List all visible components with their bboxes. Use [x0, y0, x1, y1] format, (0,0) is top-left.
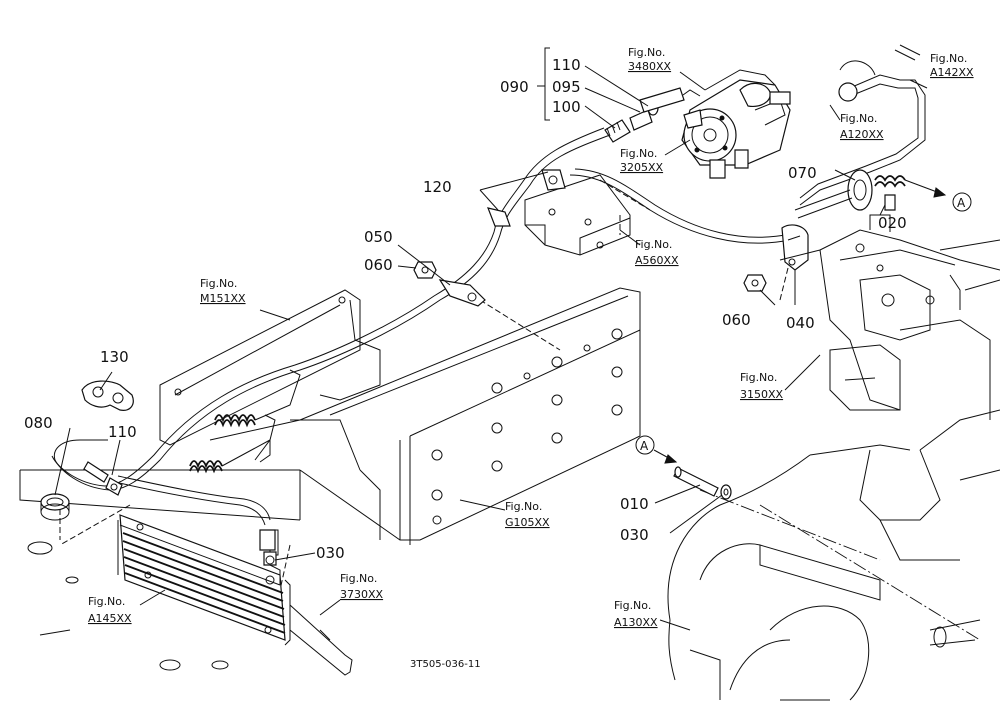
fig-g105-number: G105XX: [505, 516, 550, 529]
fig-a130-title: Fig.No.: [614, 599, 651, 612]
fig-m151-number: M151XX: [200, 292, 246, 305]
main-frame: [19, 287, 641, 671]
arrow-a-lower: [635, 435, 678, 464]
dashed-leaders: [59, 179, 981, 641]
fig-a120-number: A120XX: [840, 128, 884, 141]
fig-3730-number: 3730XX: [340, 588, 384, 601]
fitting-030-lower: [259, 529, 277, 585]
label-120: 120: [423, 178, 452, 196]
fig-a560-number: A560XX: [635, 254, 679, 267]
label-095: 095: [552, 78, 581, 96]
oil-hose: [51, 127, 791, 526]
fig-a142-title: Fig.No.: [930, 52, 967, 65]
fig-a120-title: Fig.No.: [840, 112, 877, 125]
clamp-130: [81, 380, 134, 411]
hydraulic-pump: [681, 69, 791, 179]
fig-3480-title: Fig.No.: [628, 46, 665, 59]
fig-a145-title: Fig.No.: [88, 595, 125, 608]
transmission-housing: [779, 214, 1000, 420]
fig-g105-title: Fig.No.: [505, 500, 542, 513]
label-060-right: 060: [722, 311, 751, 329]
clamp-050: [438, 279, 486, 307]
arrow-a-upper: [904, 179, 972, 212]
label-050: 050: [364, 228, 393, 246]
label-030-lower: 030: [316, 544, 345, 562]
fitting-110-lower: [83, 461, 123, 496]
housing-a130: [667, 409, 1000, 701]
label-060-upper: 060: [364, 256, 393, 274]
fig-3480-number: 3480XX: [628, 60, 672, 73]
tube-a120: [799, 44, 926, 206]
label-080: 080: [24, 414, 53, 432]
cover-plate: [159, 289, 381, 446]
fig-3730-title: Fig.No.: [340, 572, 377, 585]
bracket-3730: [289, 604, 353, 676]
label-030-right: 030: [620, 526, 649, 544]
label-070: 070: [788, 164, 817, 182]
drawing-code: 3T505-036-11: [410, 659, 481, 670]
springs: [189, 369, 301, 474]
mark-a-lower: A: [640, 439, 649, 453]
clip-040: [781, 224, 809, 271]
grommet-080: [40, 493, 70, 521]
label-100: 100: [552, 98, 581, 116]
fig-m151-title: Fig.No.: [200, 277, 237, 290]
fig-a130-number: A130XX: [614, 616, 658, 629]
bracket-a560: [524, 174, 631, 256]
fig-3205-number: 3205XX: [620, 161, 664, 174]
label-110-lower: 110: [108, 423, 137, 441]
bolt-060-upper: [413, 261, 437, 279]
leader-lines: [54, 47, 928, 631]
label-010: 010: [620, 495, 649, 513]
fig-3150-title: Fig.No.: [740, 371, 777, 384]
label-110-upper: 110: [552, 56, 581, 74]
pin-010: [673, 466, 732, 500]
oil-cooler: [117, 514, 291, 646]
fig-3150-number: 3150XX: [740, 388, 784, 401]
fittings-upper: [604, 87, 685, 143]
fig-a560-title: Fig.No.: [635, 238, 672, 251]
label-090: 090: [500, 78, 529, 96]
label-020: 020: [878, 214, 907, 232]
fig-a142-number: A142XX: [930, 66, 974, 79]
fig-a145-number: A145XX: [88, 612, 132, 625]
label-040: 040: [786, 314, 815, 332]
clips-120: [487, 169, 566, 227]
mark-a-upper: A: [957, 196, 966, 210]
bolt-060-right: [743, 274, 767, 292]
label-130: 130: [100, 348, 129, 366]
fig-3205-title: Fig.No.: [620, 147, 657, 160]
